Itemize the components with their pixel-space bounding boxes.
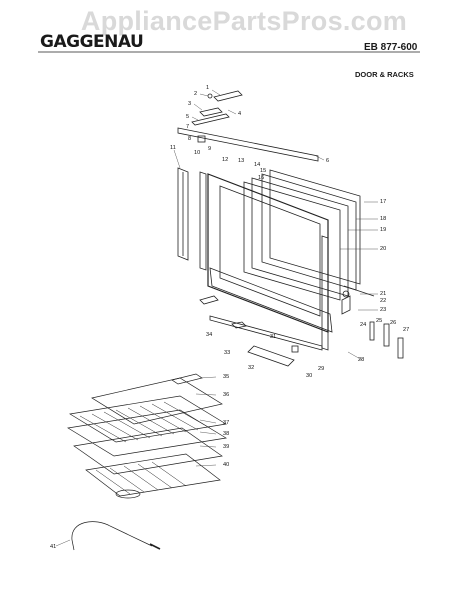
callout-3: 3: [188, 101, 191, 107]
glass-pane-19: [243, 181, 341, 301]
door-frame: [207, 173, 329, 333]
callout-23: 23: [380, 307, 386, 313]
callout-29: 29: [318, 366, 324, 372]
callout-17: 17: [380, 199, 386, 205]
callout-35: 35: [223, 374, 229, 380]
callout-31: 31: [270, 334, 276, 340]
side-rail-10: [199, 171, 207, 271]
left-rail-11: [177, 167, 189, 261]
callout-28: 28: [358, 357, 364, 363]
part-26: [383, 323, 390, 347]
screw-2: [207, 93, 213, 99]
section-title: DOOR & RACKS: [355, 70, 414, 79]
brand-logo: GAGGENAU: [40, 32, 144, 52]
callout-12: 12: [222, 157, 228, 163]
door-window: [219, 185, 321, 317]
callout-36: 36: [223, 392, 229, 398]
callout-22: 22: [380, 298, 386, 304]
callout-2: 2: [194, 91, 197, 97]
leader-lines: [55, 89, 378, 547]
bottom-trim-32: [247, 345, 295, 367]
callout-15: 15: [260, 168, 266, 174]
rack-assembly-artwork: [67, 373, 227, 551]
callout-30: 30: [306, 373, 312, 379]
callout-27: 27: [403, 327, 409, 333]
callout-26: 26: [390, 320, 396, 326]
rack-37: [69, 395, 227, 443]
strip-5: [191, 113, 230, 126]
rack-37-wires: [79, 401, 211, 443]
callout-18: 18: [380, 216, 386, 222]
callout-7: 7: [186, 124, 189, 130]
heating-element-36: [91, 377, 223, 425]
part-27: [397, 337, 404, 359]
callout-40: 40: [223, 462, 229, 468]
part-25: [369, 321, 375, 341]
callout-9: 9: [208, 146, 211, 152]
watermark: AppliancePartsPros.com: [80, 6, 408, 36]
callout-5: 5: [186, 114, 189, 120]
grill-rack-40: [85, 453, 221, 497]
door-assembly-artwork: [177, 90, 404, 367]
block-31: [291, 345, 299, 353]
clip-24: [341, 295, 351, 315]
callout-24: 24: [360, 322, 366, 328]
callout-32: 32: [248, 365, 254, 371]
block-8: [197, 135, 206, 143]
callout-10: 10: [194, 150, 200, 156]
callout-38: 38: [223, 431, 229, 437]
callout-20: 20: [380, 246, 386, 252]
callout-41: 41: [50, 544, 56, 550]
right-rail-29: [321, 235, 329, 351]
callout-16: 16: [258, 175, 264, 181]
rack-handle: [115, 489, 141, 499]
callout-21: 21: [380, 291, 386, 297]
top-latch-part: [213, 90, 243, 102]
tray-39: [73, 427, 223, 475]
callout-4: 4: [238, 111, 241, 117]
door-bottom-strip: [209, 267, 333, 333]
callout-37: 37: [223, 420, 229, 426]
callout-19: 19: [380, 227, 386, 233]
callout-34: 34: [206, 332, 212, 338]
meat-probe-cable: [71, 521, 153, 547]
callout-labels: 1 2 3 4 5 6 7 8 9 10 11 12 13 14 15 16 1…: [50, 85, 409, 550]
rack-38: [67, 409, 227, 457]
model-number: EB 877-600: [364, 42, 418, 53]
callout-14: 14: [254, 162, 260, 168]
handle-3: [199, 295, 219, 305]
callout-8: 8: [188, 136, 191, 142]
probe-tip: [71, 539, 75, 551]
callout-13: 13: [238, 158, 244, 164]
glass-pane-back: [269, 169, 361, 285]
callout-39: 39: [223, 444, 229, 450]
bracket-3: [199, 107, 223, 117]
top-bar-7: [177, 127, 319, 162]
seal-21: [343, 285, 375, 297]
callout-1: 1: [206, 85, 209, 91]
part-23: [342, 290, 350, 298]
probe-plug: [149, 543, 161, 550]
callout-25: 25: [376, 318, 382, 324]
bottom-bar-7: [209, 315, 323, 351]
callout-33: 33: [224, 350, 230, 356]
grill-rack-wires: [95, 461, 187, 495]
callout-11: 11: [170, 145, 176, 151]
bracket-33: [231, 321, 247, 329]
callout-6: 6: [326, 158, 329, 164]
